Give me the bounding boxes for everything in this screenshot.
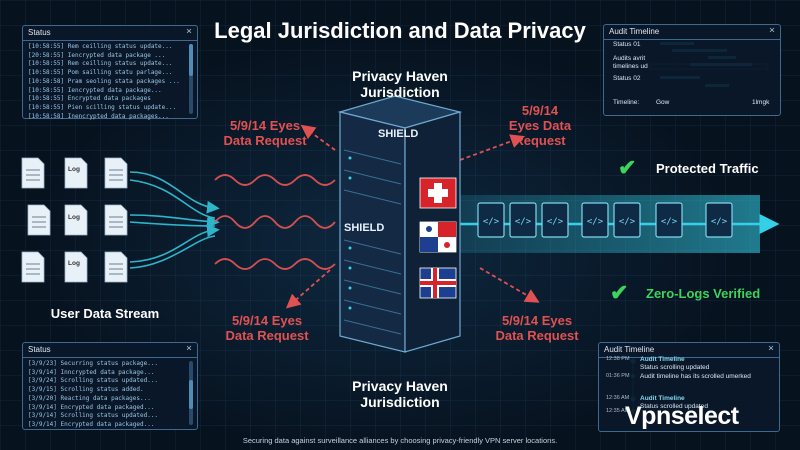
close-icon[interactable]: × [768, 25, 775, 36]
timeline-entry-text: Status scrolling updated [640, 364, 710, 371]
close-icon[interactable]: × [767, 343, 774, 354]
log-line: [10:58:55] Encrypted data packages [28, 95, 151, 103]
scrollbar[interactable] [189, 361, 193, 425]
panel-title: Status [23, 343, 197, 358]
panel-title: Status [23, 26, 197, 41]
scrollbar-thumb[interactable] [189, 380, 193, 409]
eyes-request-label: 5/9/14 Eyes Data Request [508, 103, 572, 148]
log-line: [10:58:55] Rem ceilling status update... [28, 60, 173, 68]
privacy-haven-label-top: Privacy Haven Jurisdiction [352, 68, 448, 100]
audit-row-label: Audits avrit timelines ud [613, 55, 648, 70]
flag-switzerland-icon [419, 177, 457, 209]
log-doc-label: Log [68, 260, 80, 267]
timeline-entry-title: Audit Timeline [640, 395, 685, 402]
log-line: [3/9/15] Scrolling status added. [28, 386, 144, 394]
svg-text:</>: </> [587, 217, 604, 227]
audit-timeline-panel-top: Audit Timeline × [603, 24, 781, 116]
threat-waves [214, 174, 336, 270]
user-data-stream-label: User Data Stream [50, 306, 160, 321]
eyes-request-label: 5/9/14 Eyes Data Request [225, 313, 309, 343]
document-lines [26, 169, 123, 275]
eyes-request-label: 5/9/14 Eyes Data Request [223, 118, 307, 148]
audit-row-label: Status 01 [613, 41, 641, 48]
panel-title: Audit Timeline [599, 343, 779, 358]
timeline-footer-label: 1lmgk [752, 99, 770, 106]
eyes-request-label: 5/9/14 Eyes Data Request [495, 313, 579, 343]
svg-text:</>: </> [515, 217, 532, 227]
log-line: [10:58:58] Pram seoling stata packages .… [28, 77, 180, 85]
log-line: [3/9/20] Reacting data packages... [28, 394, 151, 402]
log-line: [3/9/14] Encrypted data packaged... [28, 420, 155, 428]
timeline-entry-title: Audit Timeline [640, 356, 685, 363]
log-line: [10:58:55] Iencrypted data package... [28, 86, 162, 94]
code-glyphs: </> </> </> </> </> </> </> [483, 217, 728, 227]
log-line: [10:58:55] Rem ceilling status update... [28, 43, 173, 50]
log-line: [3/9/14] Scrolling status updated... [28, 412, 159, 420]
log-line: [3/9/14] Encrypted data packaged... [28, 403, 155, 411]
server-rack-lines [343, 149, 402, 335]
log-line: [10:58:58] Inencrypted data packages... [28, 112, 169, 120]
protected-traffic-label: Protected Traffic [656, 161, 759, 176]
request-arrows [285, 124, 540, 309]
timeline-entry-text: Status scrolled updated [640, 403, 708, 410]
encrypted-packets [477, 202, 733, 238]
flag-panama-icon [419, 221, 457, 253]
panel-title: Audit Timeline [604, 25, 780, 40]
caption: Securing data against surveillance allia… [242, 436, 558, 445]
shield-label: SHIELD [344, 222, 385, 234]
flag-iceland-icon [419, 267, 457, 299]
timeline-entry-text: Audit timeline has its scrolled umerked [640, 373, 751, 380]
log-line: [3/9/23] Securring status package... [28, 360, 159, 367]
check-icon: ✔ [618, 155, 637, 180]
check-icon: ✔ [610, 280, 629, 305]
close-icon[interactable]: × [185, 343, 192, 354]
log-list: [3/9/23] Securring status package... [3/… [28, 360, 183, 430]
svg-text:</>: </> [619, 217, 636, 227]
scrollbar[interactable] [189, 44, 193, 114]
zero-logs-label: Zero-Logs Verified [646, 286, 761, 301]
log-list: [10:58:55] Rem ceilling status update...… [28, 43, 183, 121]
timeline-time: 12:36 AM [606, 395, 630, 401]
log-line: [10:58:55] Pien scilling status update..… [28, 103, 177, 111]
timeline-footer-label: Gow [656, 99, 670, 106]
brand-logo: Vpnselect [625, 402, 739, 430]
svg-text:</>: </> [483, 217, 500, 227]
svg-text:</>: </> [661, 217, 678, 227]
log-line: [3/9/14] Inncrypted data package... [28, 368, 155, 376]
close-icon[interactable]: × [185, 26, 192, 37]
privacy-haven-label-bottom: Privacy Haven Jurisdiction [352, 378, 448, 410]
timeline-time: 01:36 PM [606, 373, 630, 379]
audit-timeline-panel-bottom: Audit Timeline × [598, 342, 780, 432]
page-title: Legal Jurisdiction and Data Privacy [214, 18, 586, 43]
svg-text:</>: </> [711, 217, 728, 227]
log-doc-label: Log [68, 166, 80, 173]
log-line: [20:58:55] Iencrypted data package ... [28, 51, 166, 59]
status-panel-bottom: Status × [3/9/23] Securring status packa… [22, 342, 198, 430]
log-doc-label: Log [68, 214, 80, 221]
log-line: [3/9/24] Scrolling status updated... [28, 377, 159, 385]
user-data-stream-lines [129, 171, 220, 269]
status-panel-top: Status × [10:58:55] Rem ceilling status … [22, 25, 198, 121]
log-line: [10:58:55] Pom sailling statu parlage... [28, 69, 173, 77]
server-leds [348, 156, 352, 310]
scrollbar-thumb[interactable] [189, 44, 193, 76]
timeline-time: 12:38 PM [606, 356, 630, 362]
shield-label: SHIELD [378, 128, 419, 140]
timeline-footer-label: Timeline: [613, 99, 640, 106]
timeline-time: 12:35 AM [606, 408, 630, 414]
audit-row-label: Status 02 [613, 75, 641, 82]
svg-text:</>: </> [547, 217, 564, 227]
